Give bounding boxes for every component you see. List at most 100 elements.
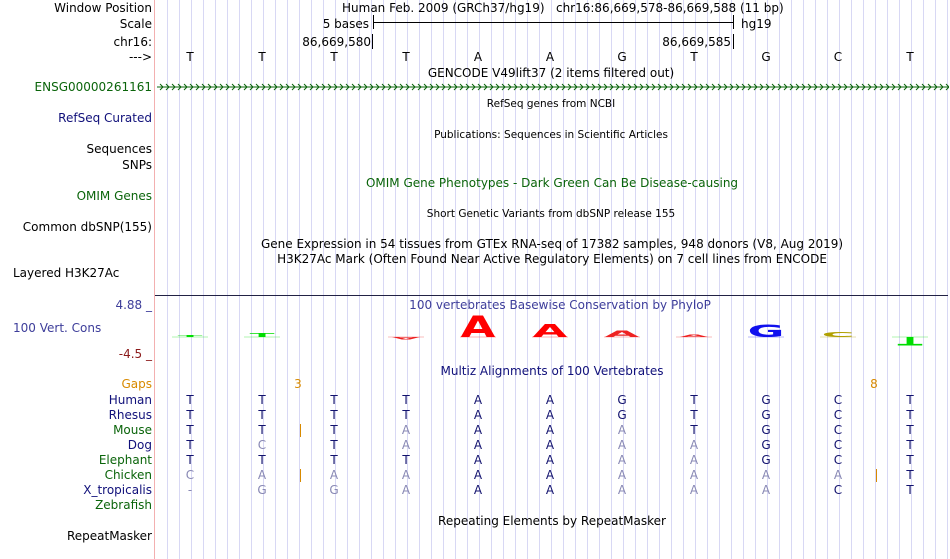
strand-arrow [237, 83, 242, 91]
grid-line [839, 0, 840, 559]
gtex-track-title: Gene Expression in 54 tissues from GTEx … [260, 237, 844, 251]
strand-arrow [531, 83, 536, 91]
aligned-base: A [689, 453, 699, 467]
species-label[interactable]: Human [108, 393, 152, 407]
aligned-base: A [761, 483, 771, 497]
repeatmasker-track-title: Repeating Elements by RepeatMasker [438, 514, 666, 528]
strand-arrow [423, 83, 428, 91]
grid-line [395, 0, 396, 559]
species-label[interactable]: X_tropicalis [83, 483, 152, 497]
aligned-base: A [545, 468, 555, 482]
omim-track-title: OMIM Gene Phenotypes - Dark Green Can Be… [365, 176, 739, 190]
strand-arrow [609, 83, 614, 91]
grid-line [719, 0, 720, 559]
base-grid [155, 0, 950, 559]
strand-arrow [165, 83, 170, 91]
aligned-base: T [258, 423, 266, 437]
strand-arrow [795, 83, 800, 91]
grid-line [947, 0, 948, 559]
strand-arrow [927, 83, 932, 91]
scale-bar [373, 22, 734, 23]
aligned-base: T [690, 408, 698, 422]
species-label[interactable]: Elephant [98, 453, 152, 467]
strand-arrow [693, 83, 698, 91]
aligned-base: G [761, 438, 771, 452]
label-refseq[interactable]: RefSeq Curated [58, 111, 152, 125]
strand-arrow [345, 83, 350, 91]
aligned-base: T [186, 453, 194, 467]
strand-arrow [627, 83, 632, 91]
aligned-base: A [473, 468, 483, 482]
strand-arrow [519, 83, 524, 91]
aligned-base: G [329, 483, 339, 497]
strand-arrow [723, 83, 728, 91]
species-label[interactable]: Mouse [113, 423, 152, 437]
grid-line [863, 0, 864, 559]
grid-line [647, 0, 648, 559]
aligned-base: C [833, 453, 843, 467]
strand-arrow [705, 83, 710, 91]
strand-arrow [459, 83, 464, 91]
strand-arrow [177, 83, 182, 91]
grid-line [767, 0, 768, 559]
aligned-base: A [401, 483, 411, 497]
strand-arrow [735, 83, 740, 91]
label-strand[interactable]: ---> [128, 50, 152, 64]
aligned-base: T [906, 453, 914, 467]
label-gencode-gene[interactable]: ENSG00000261161 [34, 80, 152, 94]
conservation-letter: T [898, 334, 924, 347]
label-omim[interactable]: OMIM Genes [76, 189, 152, 203]
grid-line [875, 0, 876, 559]
label-repeatmasker[interactable]: RepeatMasker [66, 529, 152, 543]
reference-base: A [473, 50, 483, 64]
gene-strand-arrows[interactable] [157, 81, 949, 93]
strand-arrow [885, 83, 890, 91]
aligned-base: G [617, 393, 627, 407]
reference-base: T [690, 50, 698, 64]
aligned-base: A [545, 423, 555, 437]
reference-base: T [330, 50, 338, 64]
strand-arrow [393, 83, 398, 91]
strand-arrow [801, 83, 806, 91]
strand-arrow [717, 83, 722, 91]
strand-arrow [711, 83, 716, 91]
position-left-tick [372, 34, 373, 49]
grid-line [659, 0, 660, 559]
label-snps[interactable]: SNPs [122, 158, 152, 172]
label-h3k27ac[interactable]: Layered H3K27Ac [13, 266, 120, 280]
aligned-base: A [473, 483, 483, 497]
insertion-marker [300, 469, 301, 482]
species-label[interactable]: Rhesus [108, 408, 152, 422]
grid-line [371, 0, 372, 559]
species-label[interactable]: Chicken [104, 468, 152, 482]
scale-label: 5 bases [322, 17, 369, 31]
strand-arrow [837, 83, 842, 91]
reference-base: A [545, 50, 555, 64]
grid-line [407, 0, 408, 559]
strand-arrow [333, 83, 338, 91]
species-label[interactable]: Zebrafish [95, 498, 152, 512]
strand-arrow [933, 83, 938, 91]
grid-line [887, 0, 888, 559]
position-readout: chr16:86,669,578-86,669,588 (11 bp) [555, 1, 784, 15]
grid-line [599, 0, 600, 559]
strand-arrow [435, 83, 440, 91]
strand-arrow [399, 83, 404, 91]
grid-line [359, 0, 360, 559]
strand-arrow [753, 83, 758, 91]
aligned-base: T [186, 438, 194, 452]
label-dbsnp[interactable]: Common dbSNP(155) [22, 220, 152, 234]
strand-arrow [489, 83, 494, 91]
label-cons[interactable]: 100 Vert. Cons [13, 321, 102, 335]
aligned-base: A [761, 468, 771, 482]
position-right-tick [733, 34, 734, 49]
strand-arrow [339, 83, 344, 91]
strand-arrow [645, 83, 650, 91]
strand-arrow [447, 83, 452, 91]
label-sequences[interactable]: Sequences [86, 142, 152, 156]
label-gaps: Gaps [121, 377, 152, 391]
species-label[interactable]: Dog [127, 438, 152, 452]
grid-line [347, 0, 348, 559]
aligned-base: C [833, 423, 843, 437]
